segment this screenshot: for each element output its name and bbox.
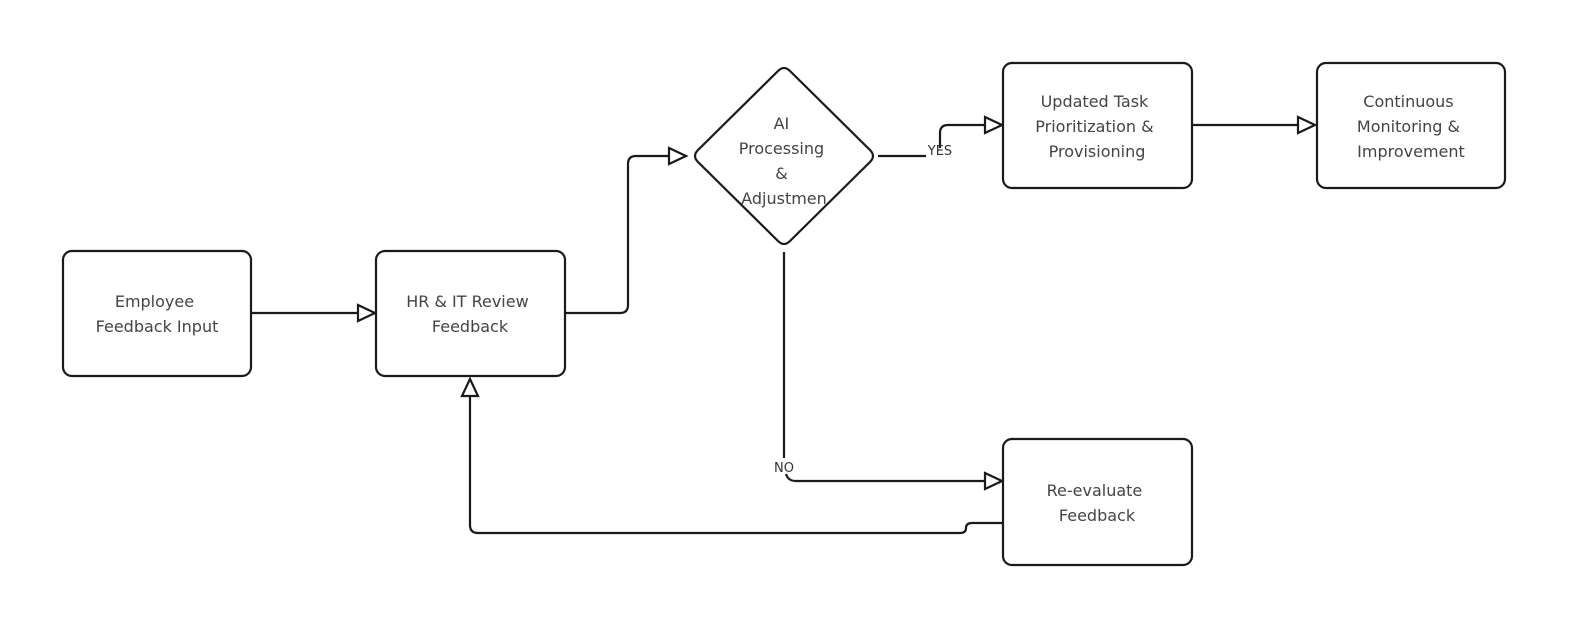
node-continuous-monitoring-line-2: Monitoring &	[1357, 117, 1460, 136]
svg-text:Continuous Monitoring &: Continuous Monitoring & Improvement	[1357, 92, 1465, 161]
node-ai-processing-line-1: AI	[774, 114, 790, 133]
node-continuous-monitoring[interactable]: Continuous Monitoring & Improvement	[1315, 61, 1507, 190]
node-employee-feedback-box	[61, 249, 253, 378]
svg-text:AI Processing &: AI Processing & Adjustmen	[739, 114, 830, 208]
node-continuous-monitoring-line-1: Continuous	[1363, 92, 1453, 111]
yes-label: YES	[927, 144, 952, 159]
node-updated-task[interactable]: Updated Task Prioritization & Provisioni…	[1001, 61, 1194, 190]
node-continuous-monitoring-box	[1315, 61, 1507, 190]
node-updated-task-box	[1001, 61, 1194, 190]
svg-text:Employee Feedback Input: Employee Feedback Input	[96, 292, 219, 336]
node-ai-processing-line-2: Processing	[739, 139, 824, 158]
svg-text:Updated Task Prioritizat: Updated Task Prioritization & Provisioni…	[1035, 92, 1158, 161]
edge-reevaluate-to-review	[468, 396, 1003, 535]
node-continuous-monitoring-line-3: Improvement	[1357, 142, 1465, 161]
node-hr-it-review[interactable]: HR & IT Review Feedback	[374, 249, 567, 378]
node-updated-task-line-2: Prioritization &	[1035, 117, 1153, 136]
node-hr-it-review-line-2: Feedback	[432, 317, 509, 336]
node-hr-it-review-line-1: HR & IT Review	[406, 292, 528, 311]
node-re-evaluate-line-2: Feedback	[1059, 506, 1136, 525]
node-updated-task-line-3: Provisioning	[1049, 142, 1146, 161]
arrowhead-review-left	[356, 303, 378, 323]
arrowhead-ai-left	[667, 146, 689, 166]
arrowhead-monitoring-left	[1296, 115, 1318, 135]
node-ai-processing-decision[interactable]: AI Processing & Adjustmen	[693, 66, 875, 246]
node-employee-feedback[interactable]: Employee Feedback Input	[61, 249, 253, 378]
node-re-evaluate[interactable]: Re-evaluate Feedback	[1001, 437, 1194, 567]
node-re-evaluate-line-1: Re-evaluate	[1047, 481, 1143, 500]
node-ai-processing-line-4: Adjustmen	[741, 189, 827, 208]
svg-text:HR & IT Review Feedback: HR & IT Review Feedback	[406, 292, 534, 336]
node-employee-feedback-line-1: Employee	[115, 292, 194, 311]
node-hr-it-review-box	[374, 249, 567, 378]
node-ai-processing-line-3: &	[775, 164, 787, 183]
edge-ai-to-reevaluate-no	[782, 252, 985, 483]
node-re-evaluate-box	[1001, 437, 1194, 567]
node-updated-task-line-1: Updated Task	[1041, 92, 1149, 111]
node-ai-processing-diamond	[693, 66, 875, 246]
svg-text:Re-evaluate Feedback: Re-evaluate Feedback	[1047, 481, 1148, 525]
no-label: NO	[774, 461, 794, 476]
arrowhead-review-bottom	[460, 376, 480, 398]
node-employee-feedback-line-2: Feedback Input	[96, 317, 219, 336]
arrowhead-reevaluate-left	[983, 471, 1005, 491]
edge-ai-to-updated-yes	[878, 123, 985, 158]
edge-review-to-ai	[565, 154, 669, 315]
arrowhead-updated-left	[983, 115, 1005, 135]
